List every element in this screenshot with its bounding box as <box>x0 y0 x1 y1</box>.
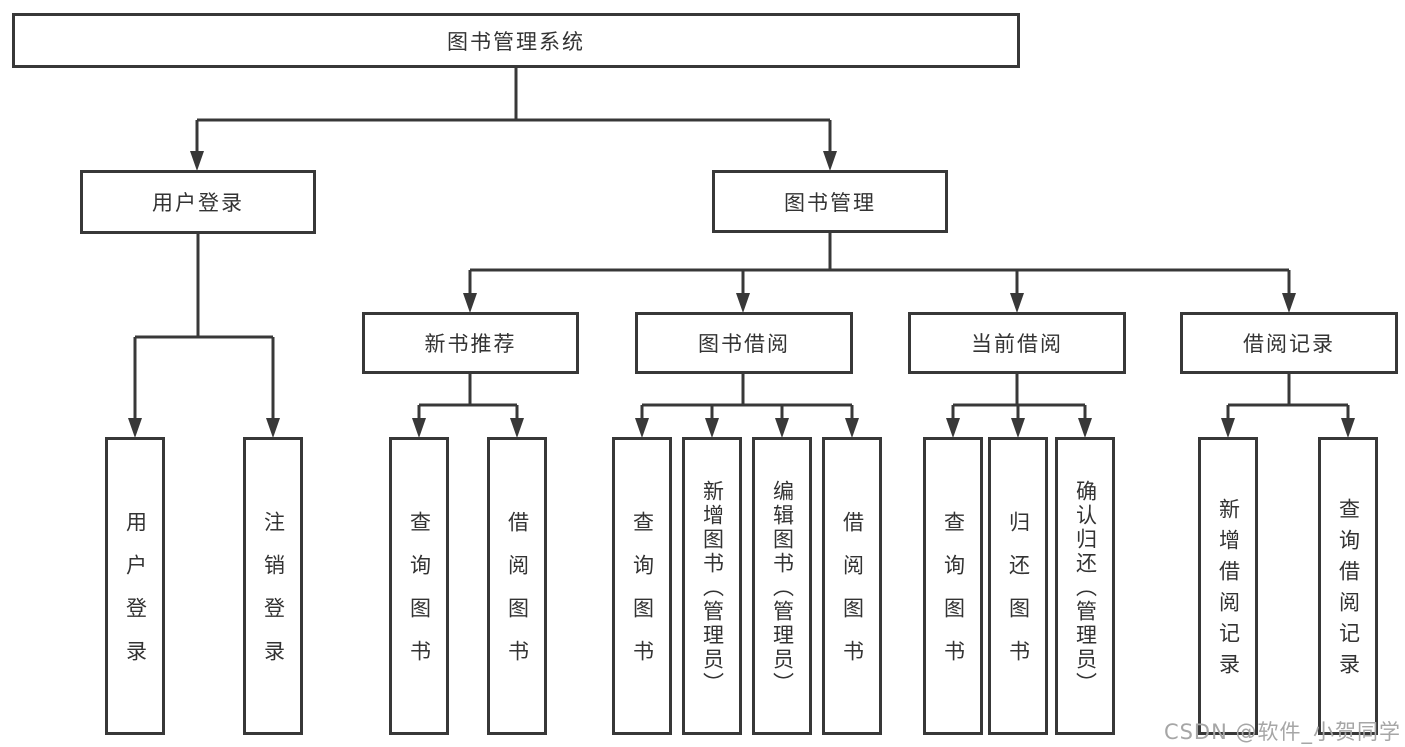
arrow-down-icon <box>128 418 142 438</box>
arrow-down-icon <box>946 418 960 438</box>
leaf-return-book: 归还图书 <box>988 437 1048 735</box>
connector-book-borrow-to-leaves <box>635 373 859 438</box>
connector-root-to-level2 <box>190 67 837 171</box>
arrow-down-icon <box>635 418 649 438</box>
arrow-down-icon <box>1341 418 1355 438</box>
node-book-mgmt-label: 图书管理 <box>784 190 876 215</box>
leaf-confirm-return-admin-label: 确认归还（管理员） <box>1073 479 1098 696</box>
connector-borrow-records-to-leaves <box>1221 373 1355 438</box>
leaf-logout-label: 注销登录 <box>261 511 286 683</box>
connector-current-borrow-to-leaves <box>946 373 1092 438</box>
node-borrow-records-label: 借阅记录 <box>1243 332 1335 356</box>
node-root-label: 图书管理系统 <box>447 29 585 54</box>
arrow-down-icon <box>463 293 477 313</box>
arrow-down-icon <box>510 418 524 438</box>
node-new-books-label: 新书推荐 <box>424 332 517 356</box>
node-user-login-label: 用户登录 <box>152 191 244 215</box>
arrow-down-icon <box>705 418 719 438</box>
node-user-login: 用户登录 <box>80 170 316 234</box>
arrow-down-icon <box>1011 418 1025 438</box>
arrow-down-icon <box>736 293 750 313</box>
leaf-borrow-query: 查询图书 <box>612 437 672 735</box>
node-book-borrow-label: 图书借阅 <box>698 332 790 356</box>
leaf-query-borrow-record-label: 查询借阅记录 <box>1336 498 1361 684</box>
node-book-borrow: 图书借阅 <box>635 312 853 374</box>
leaf-add-borrow-record-label: 新增借阅记录 <box>1216 498 1241 684</box>
leaf-borrow-edit-admin-label: 编辑图书（管理员） <box>770 479 795 696</box>
leaf-current-query-label: 查询图书 <box>941 511 966 683</box>
leaf-borrow-book-label: 借阅图书 <box>840 511 865 683</box>
node-root: 图书管理系统 <box>12 13 1020 68</box>
leaf-logout: 注销登录 <box>243 437 303 735</box>
node-new-books: 新书推荐 <box>362 312 579 374</box>
csdn-watermark: CSDN @软件_小贺同学 <box>1163 720 1401 744</box>
leaf-new-books-query-label: 查询图书 <box>407 511 432 683</box>
connector-user-login-to-leaves <box>128 234 280 438</box>
arrow-down-icon <box>412 418 426 438</box>
leaf-user-login-label: 用户登录 <box>123 511 148 683</box>
leaf-borrow-book: 借阅图书 <box>822 437 882 735</box>
leaf-user-login: 用户登录 <box>105 437 165 735</box>
arrow-down-icon <box>1078 418 1092 438</box>
leaf-borrow-query-label: 查询图书 <box>630 511 655 683</box>
arrow-down-icon <box>190 151 204 171</box>
leaf-confirm-return-admin: 确认归还（管理员） <box>1055 437 1115 735</box>
leaf-return-book-label: 归还图书 <box>1006 511 1031 683</box>
arrow-down-icon <box>1221 418 1235 438</box>
arrow-down-icon <box>845 418 859 438</box>
leaf-new-books-borrow: 借阅图书 <box>487 437 547 735</box>
arrow-down-icon <box>1282 293 1296 313</box>
connector-book-mgmt-to-level3 <box>463 233 1296 313</box>
leaf-borrow-add-admin: 新增图书（管理员） <box>682 437 742 735</box>
leaf-borrow-add-admin-label: 新增图书（管理员） <box>700 479 725 696</box>
arrow-down-icon <box>823 151 837 171</box>
leaf-current-query: 查询图书 <box>923 437 983 735</box>
node-current-borrow-label: 当前借阅 <box>971 332 1063 356</box>
leaf-query-borrow-record: 查询借阅记录 <box>1318 437 1378 735</box>
leaf-borrow-edit-admin: 编辑图书（管理员） <box>752 437 812 735</box>
leaf-new-books-query: 查询图书 <box>389 437 449 735</box>
arrow-down-icon <box>775 418 789 438</box>
connector-new-books-to-leaves <box>412 373 524 438</box>
leaf-new-books-borrow-label: 借阅图书 <box>505 511 530 683</box>
node-book-mgmt: 图书管理 <box>712 170 948 233</box>
node-current-borrow: 当前借阅 <box>908 312 1126 374</box>
arrow-down-icon <box>1010 293 1024 313</box>
leaf-add-borrow-record: 新增借阅记录 <box>1198 437 1258 735</box>
arrow-down-icon <box>266 418 280 438</box>
node-borrow-records: 借阅记录 <box>1180 312 1398 374</box>
